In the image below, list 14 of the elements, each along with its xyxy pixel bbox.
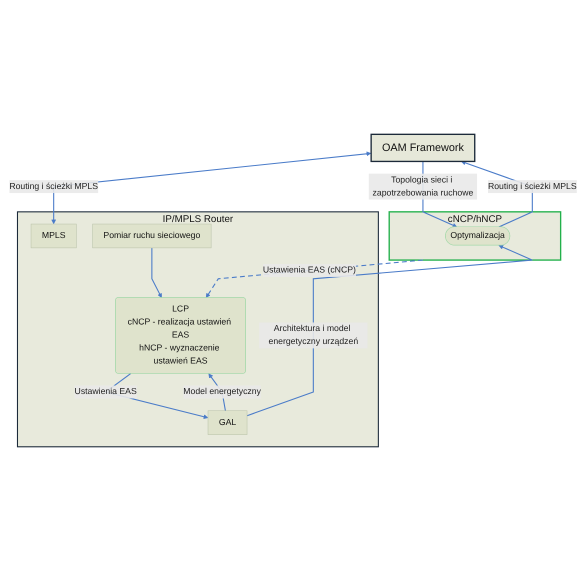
edge-label: Model energetyczny — [183, 387, 261, 396]
arrow — [151, 248, 162, 298]
edge-label: Topologia sieci i zapotrzebowania ruchowe — [372, 175, 474, 198]
edge-label: Routing i ścieżki MPLS — [9, 182, 98, 191]
node-box: OAM Framework — [370, 134, 476, 162]
arrow — [246, 244, 533, 416]
node-box: MPLS — [30, 224, 77, 248]
arrow — [206, 259, 423, 298]
edge-label: Routing i ścieżki MPLS — [488, 182, 577, 191]
node-box: Pomiar ruchu sieciowego — [92, 224, 212, 248]
edge-label: Architektura i model energetyczny urządzeń — [268, 324, 358, 346]
node-box: GAL — [208, 410, 248, 435]
edge-label: Ustawienia EAS — [74, 387, 137, 396]
edge-label: Ustawienia EAS (cNCP) — [262, 266, 356, 275]
